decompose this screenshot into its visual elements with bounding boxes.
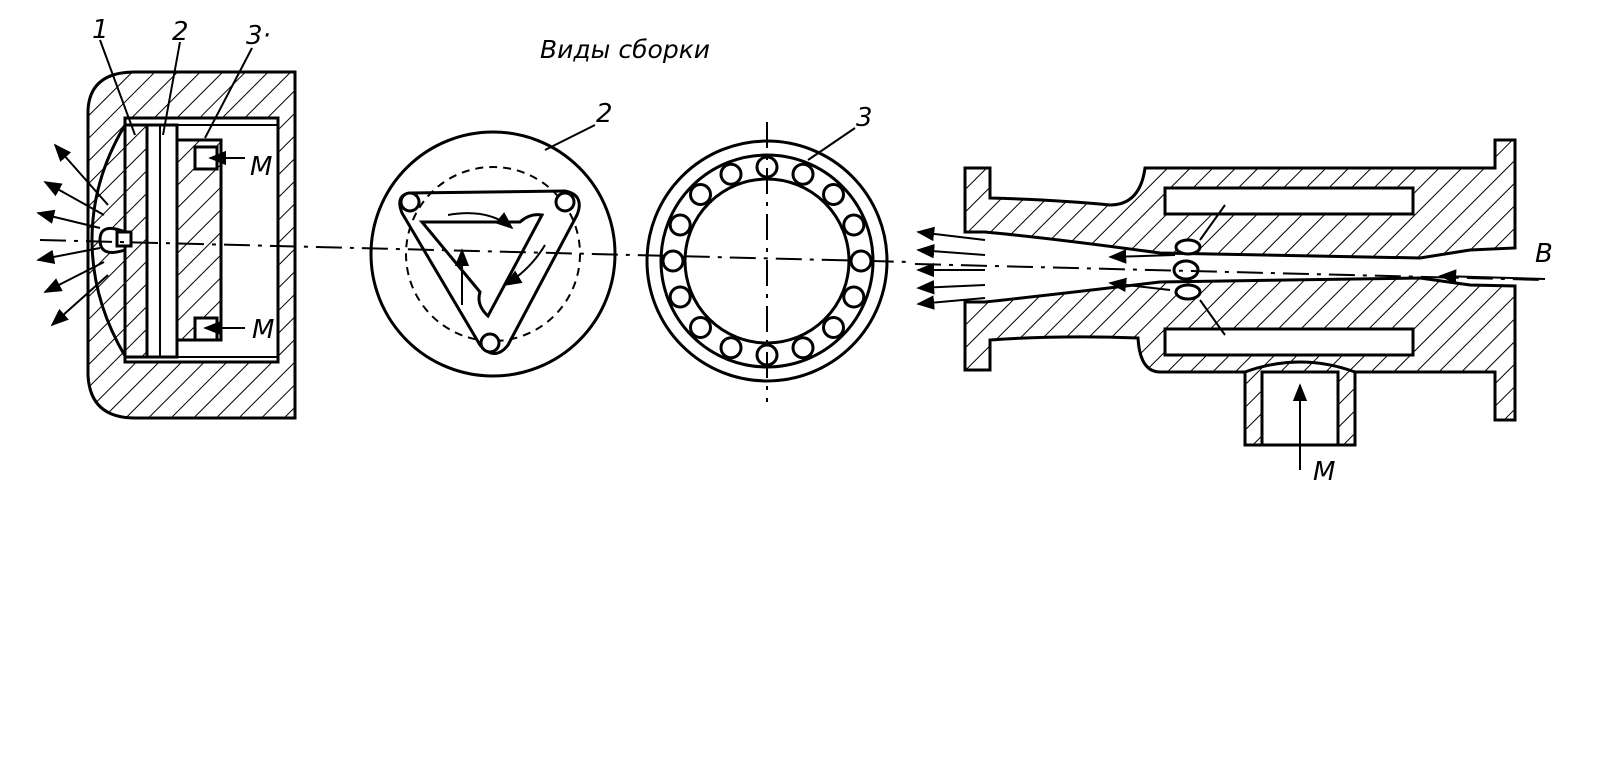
hole	[719, 162, 743, 186]
label-part-1: 1	[92, 15, 109, 45]
hole	[822, 183, 845, 206]
hole	[791, 162, 815, 186]
hole	[668, 213, 692, 237]
label-m-upper: M	[250, 152, 272, 182]
view-part-3: 3	[645, 103, 889, 402]
part-2-swirl-plate	[145, 123, 179, 359]
injector-lower-wall	[963, 276, 1517, 447]
lower-annular-channel	[1163, 327, 1415, 357]
hole	[668, 285, 692, 309]
view-part-2: 2	[369, 99, 617, 378]
drawing-title: Виды сборки	[540, 35, 710, 64]
part-3-distributor	[175, 138, 223, 342]
label-view-3: 3	[856, 103, 873, 133]
label-part-2: 2	[172, 17, 189, 47]
hole	[689, 316, 712, 339]
label-m-lower: M	[252, 315, 274, 345]
label-part-3: 3·	[246, 21, 271, 51]
upper-annular-channel	[1163, 186, 1415, 216]
hole	[842, 213, 866, 237]
injector-section-view: B M	[914, 138, 1553, 487]
hole-ring	[661, 155, 873, 367]
hole	[842, 285, 866, 309]
hole	[822, 316, 845, 339]
nozzle-section-view: 1 2 3· M M	[36, 15, 911, 420]
hole	[719, 336, 743, 360]
label-view-2: 2	[596, 99, 613, 129]
hole	[661, 249, 685, 273]
hole	[791, 336, 815, 360]
label-m-bottom: M	[1313, 457, 1335, 487]
hole	[689, 183, 712, 206]
hole	[849, 249, 873, 273]
label-b: B	[1535, 239, 1553, 269]
